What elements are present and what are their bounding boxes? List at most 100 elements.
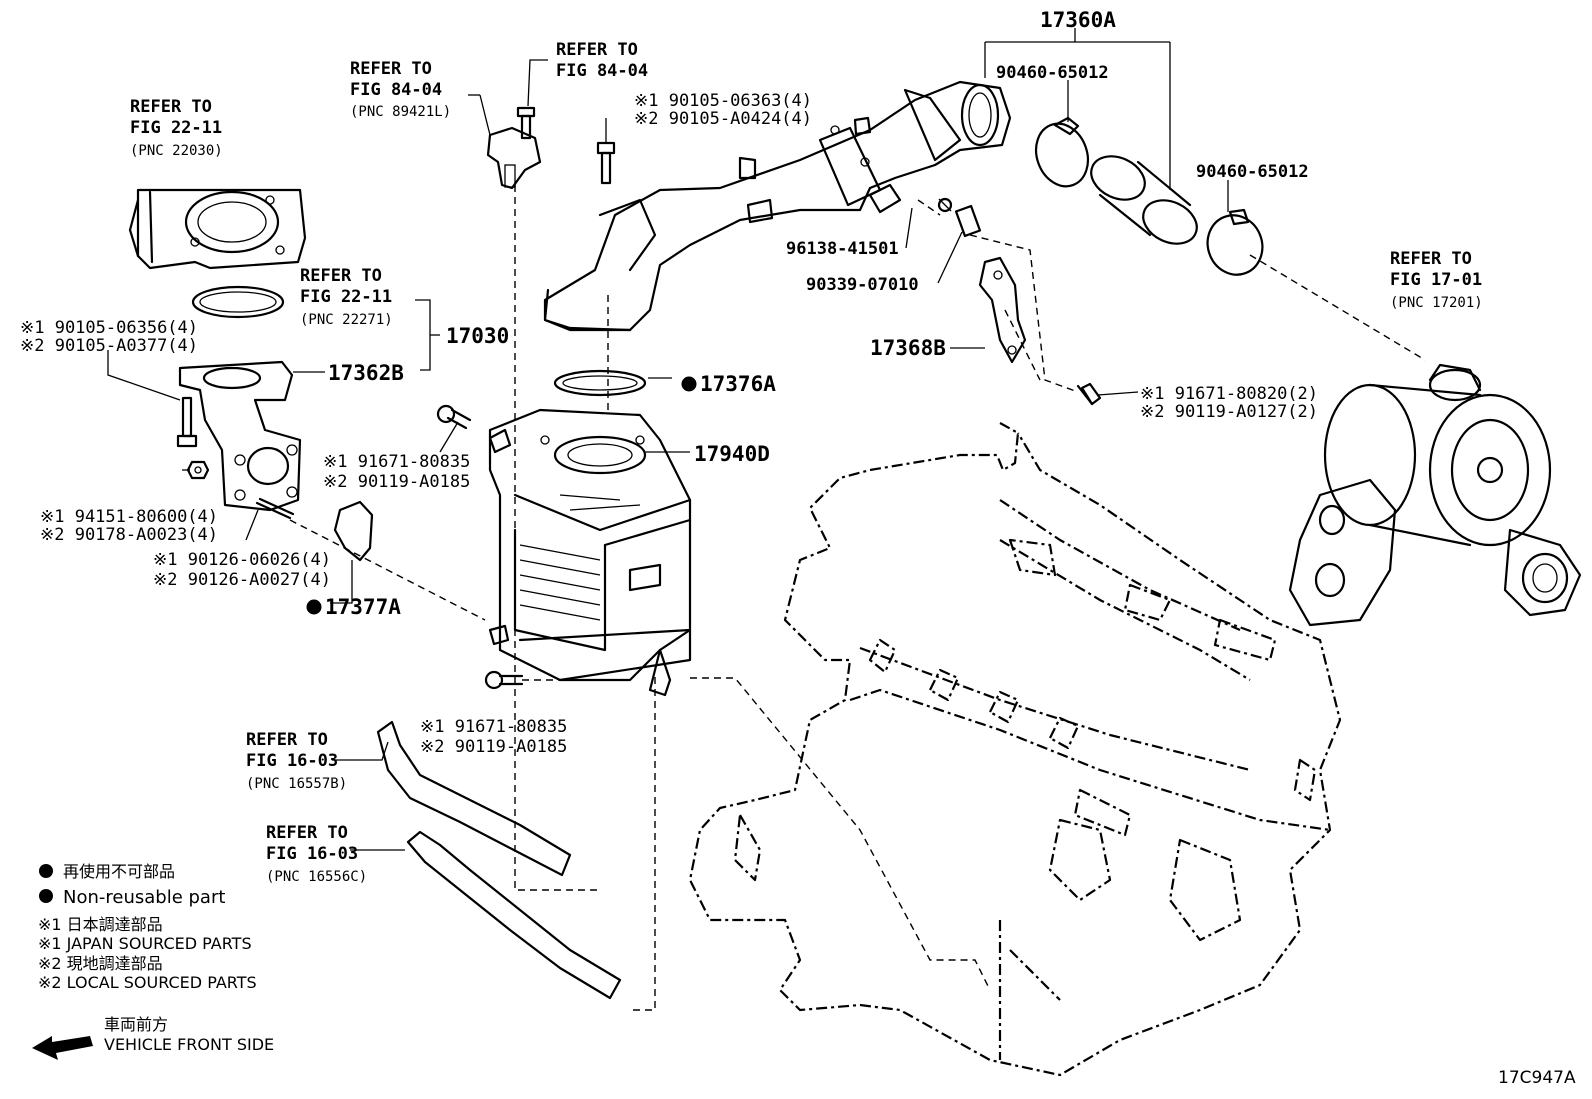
legend-local-jp: ※2 現地調達部品 — [38, 954, 163, 973]
ref-2211-a-line2: FIG 22-11 — [130, 118, 222, 138]
hose-clamp-upper — [1034, 122, 1090, 188]
callout-bolt-06356: ※1 90105-06356(4) ※2 90105-A0377(4) — [20, 318, 198, 356]
callout-bolt-80820: ※1 91671-80820(2) ※2 90119-A0127(2) — [1140, 384, 1318, 422]
legend-japan-en: ※1 JAPAN SOURCED PARTS — [38, 934, 252, 953]
part-label-17940D: 17940D — [694, 442, 770, 466]
callout-bolt-06363: ※1 90105-06363(4) ※2 90105-A0424(4) — [634, 91, 812, 129]
callout-ref-8404-a: REFER TO FIG 84-04 (PNC 89421L) — [350, 59, 451, 120]
intake-pipe — [543, 80, 1012, 332]
ref-2211-b-line2: FIG 22-11 — [300, 287, 392, 307]
part-label-17360A: 17360A — [1040, 8, 1116, 32]
nut-80600-line2: ※2 90178-A0023(4) — [40, 525, 218, 545]
part-label-90460-lower: 90460-65012 — [1196, 162, 1309, 182]
bolt-80835b-line2: ※2 90119-A0185 — [420, 737, 567, 757]
hose-16556C — [406, 830, 622, 1000]
ref-1603-b-line2: FIG 16-03 — [266, 844, 358, 864]
clip-96138 — [937, 197, 953, 213]
stud-06026-line1: ※1 90126-06026(4) — [153, 550, 331, 570]
callout-ref-1603-a: REFER TO FIG 16-03 (PNC 16557B) — [246, 730, 347, 792]
callout-ref-2211-a: REFER TO FIG 22-11 (PNC 22030) — [130, 97, 223, 159]
ref-8404-a-line2: FIG 84-04 — [350, 80, 442, 100]
throttle-gasket — [191, 285, 285, 319]
ref-1603-b-line3: (PNC 16556C) — [266, 869, 367, 885]
ref-8404-b-line1: REFER TO — [556, 40, 638, 60]
bolt-intercooler-upper — [436, 404, 472, 430]
intercooler-hose — [1090, 155, 1198, 245]
ref-8404-b-line2: FIG 84-04 — [556, 61, 648, 81]
bolt-80835a-line2: ※2 90119-A0185 — [323, 472, 470, 492]
callout-bolt-80835-lower: ※1 91671-80835 ※2 90119-A0185 — [420, 717, 567, 757]
legend-front-jp: 車両前方 — [104, 1015, 168, 1034]
nonreusable-dot-17377A — [306, 599, 322, 615]
legend-local-en: ※2 LOCAL SOURCED PARTS — [38, 973, 257, 992]
ref-8404-a-line3: (PNC 89421L) — [350, 104, 451, 120]
assembly-lines — [289, 185, 1426, 1011]
intake-flange — [178, 360, 302, 512]
bolt-06363-line1: ※1 90105-06363(4) — [634, 91, 812, 111]
bolt-80835a-line1: ※1 91671-80835 — [323, 452, 470, 472]
callout-ref-1701: REFER TO FIG 17-01 (PNC 17201) — [1390, 249, 1483, 311]
legend-dot-jp — [39, 864, 53, 878]
callout-nut-80600: ※1 94151-80600(4) ※2 90178-A0023(4) — [40, 507, 218, 545]
stud-06026-line2: ※2 90126-A0027(4) — [153, 570, 331, 590]
turbocharger — [1288, 363, 1582, 627]
bolt-06356-line2: ※2 90105-A0377(4) — [20, 336, 198, 356]
bolt-sensor — [516, 106, 536, 140]
bolt-bracket — [1076, 382, 1102, 406]
gasket-17377A — [333, 500, 374, 562]
part-label-96138: 96138-41501 — [786, 239, 899, 259]
ref-2211-a-line1: REFER TO — [130, 97, 212, 117]
part-label-17030: 17030 — [446, 324, 509, 348]
figure-code: 17C947A — [1498, 1068, 1576, 1088]
part-label-17362B: 17362B — [328, 361, 404, 385]
bracket-17368B — [978, 256, 1027, 364]
part-label-90460-upper: 90460-65012 — [996, 63, 1109, 83]
engine-block-outline — [688, 422, 1342, 1077]
bolt-06363-line2: ※2 90105-A0424(4) — [634, 109, 812, 129]
tube-90339 — [954, 204, 982, 238]
front-arrow-icon — [32, 1036, 93, 1060]
ref-2211-b-line3: (PNC 22271) — [300, 312, 393, 328]
bolt-06356-line1: ※1 90105-06356(4) — [20, 318, 198, 338]
callout-ref-2211-b: REFER TO FIG 22-11 (PNC 22271) — [300, 266, 393, 328]
ref-2211-a-line3: (PNC 22030) — [130, 143, 223, 159]
part-label-17376A: 17376A — [700, 372, 776, 396]
nut-flange — [186, 460, 210, 480]
hose-16557B — [376, 720, 572, 877]
nonreusable-dot-17376A — [681, 376, 697, 392]
ref-1603-a-line2: FIG 16-03 — [246, 751, 338, 771]
ref-1701-line2: FIG 17-01 — [1390, 270, 1482, 290]
bolt-intake-pipe — [596, 141, 616, 185]
ref-8404-a-line1: REFER TO — [350, 59, 432, 79]
hose-clamp-lower — [1206, 214, 1264, 276]
intercooler — [488, 408, 692, 697]
ref-1603-a-line3: (PNC 16557B) — [246, 776, 347, 792]
sensor-refer-8404 — [486, 126, 542, 190]
legend-nonreuse-en: Non-reusable part — [63, 887, 225, 908]
callout-bolt-80835-upper: ※1 91671-80835 ※2 90119-A0185 — [323, 452, 470, 492]
part-label-17377A: 17377A — [325, 595, 401, 619]
legend-japan-jp: ※1 日本調達部品 — [38, 915, 163, 934]
ref-1603-a-line1: REFER TO — [246, 730, 328, 750]
nut-80600-line1: ※1 94151-80600(4) — [40, 507, 218, 527]
bolt-intercooler-lower — [484, 670, 524, 690]
leader-lines — [107, 28, 1229, 851]
stud-flange — [255, 497, 295, 520]
bolt-80820-line1: ※1 91671-80820(2) — [1140, 384, 1318, 404]
part-label-90339: 90339-07010 — [806, 275, 919, 295]
part-label-17368B: 17368B — [870, 336, 946, 360]
legend-dot-en — [39, 889, 53, 903]
callout-ref-8404-b: REFER TO FIG 84-04 — [556, 40, 648, 81]
bolt-flange — [176, 396, 198, 448]
legend-front-en: VEHICLE FRONT SIDE — [104, 1035, 274, 1054]
ref-1701-line3: (PNC 17201) — [1390, 295, 1483, 311]
ref-1603-b-line1: REFER TO — [266, 823, 348, 843]
throttle-body — [128, 188, 307, 270]
ref-2211-b-line1: REFER TO — [300, 266, 382, 286]
ref-1701-line1: REFER TO — [1390, 249, 1472, 269]
legend: 再使用不可部品 Non-reusable part ※1 日本調達部品 ※1 J… — [32, 862, 274, 1060]
bolt-80835b-line1: ※1 91671-80835 — [420, 717, 567, 737]
bolt-80820-line2: ※2 90119-A0127(2) — [1140, 402, 1318, 422]
callout-stud-06026: ※1 90126-06026(4) ※2 90126-A0027(4) — [153, 550, 331, 590]
